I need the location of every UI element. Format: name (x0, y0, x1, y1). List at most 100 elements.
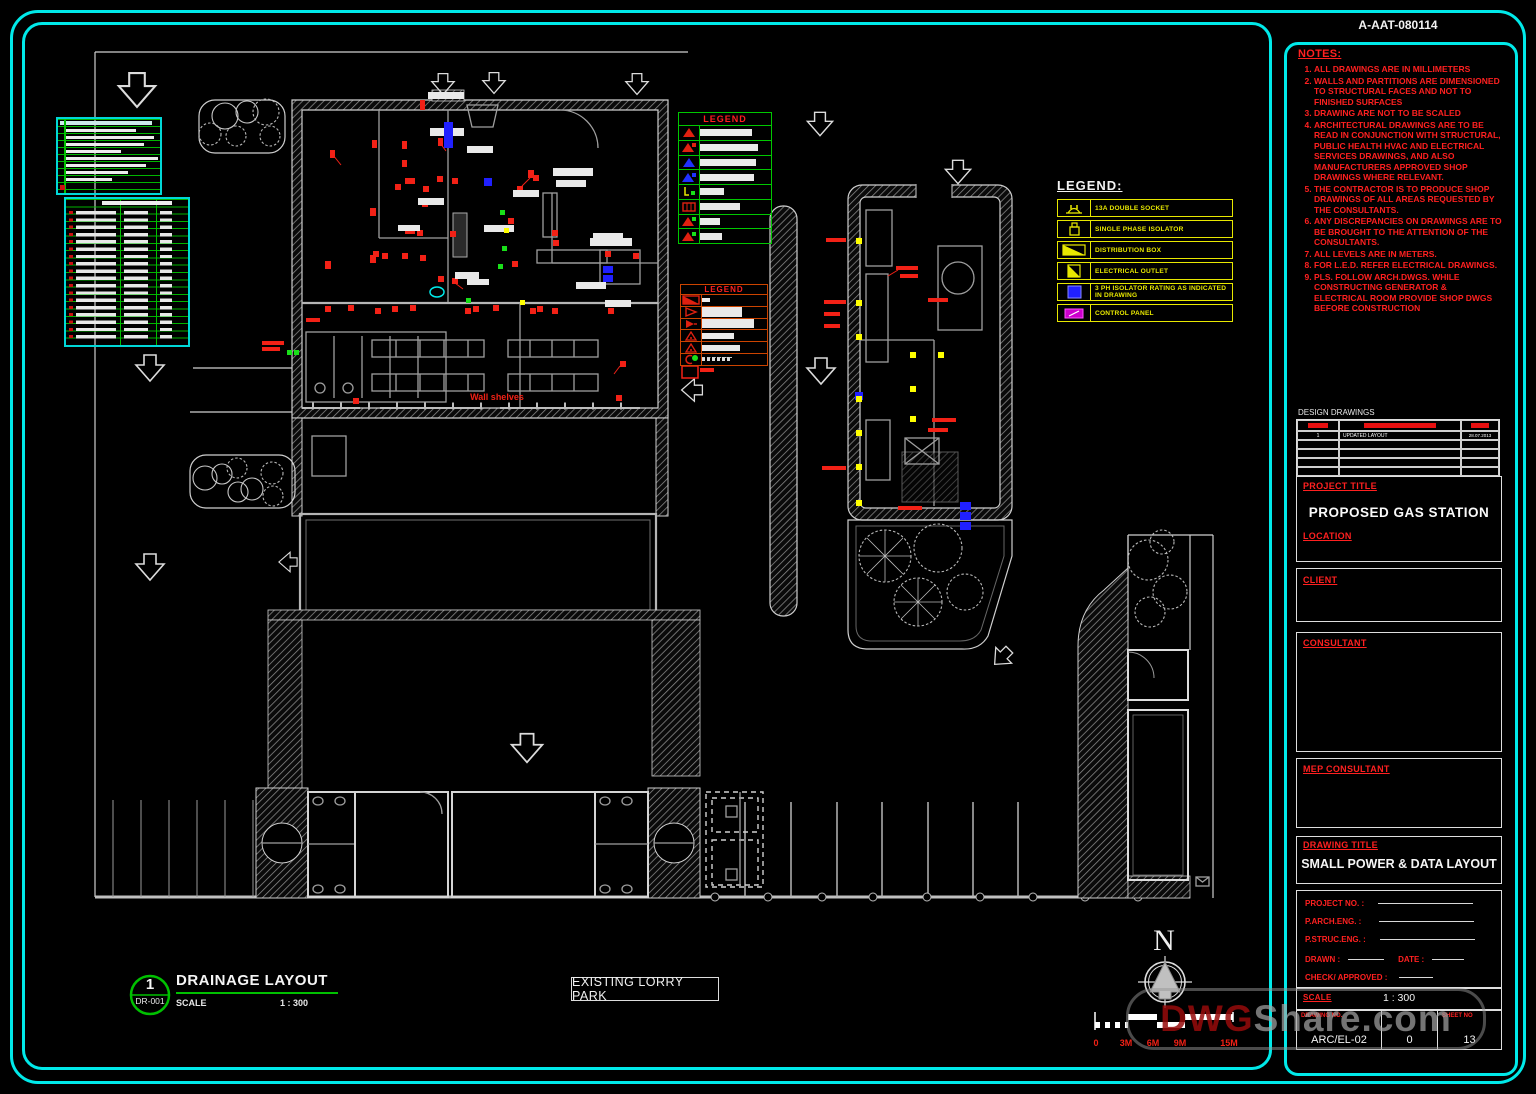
toilet-block (255, 787, 701, 899)
drawing-title-label: DRAWING TITLE (1303, 840, 1378, 850)
note-item: ALL LEVELS ARE IN METERS. (1314, 249, 1502, 260)
drawing-title-box: DRAWING TITLE SMALL POWER & DATA LAYOUT (1296, 836, 1502, 884)
service-rooms (1077, 529, 1210, 899)
store-building: Wall shelves (291, 89, 669, 517)
triangle-square-icon (679, 140, 700, 155)
note-item: WALLS AND PARTITIONS ARE DIMENSIONED TO … (1314, 76, 1502, 108)
view-title: DRAINAGE LAYOUT (176, 972, 338, 994)
annotation-marks (262, 92, 971, 530)
warning-triangle-icon (681, 330, 702, 342)
header-block (1364, 423, 1436, 428)
blue-triangle-icon (679, 155, 700, 170)
arch-eng-label: P.ARCH.ENG. : (1305, 917, 1362, 926)
document-number: A-AAT-080114 (1358, 18, 1438, 32)
forecourt-slab (298, 435, 658, 618)
schedule-table-small (56, 117, 162, 195)
project-title-box: PROJECT TITLE PROPOSED GAS STATION LOCAT… (1296, 476, 1502, 562)
kitchen-landscape (847, 519, 1013, 650)
legend-row: CONTROL PANEL (1057, 304, 1233, 322)
blank-line (1379, 920, 1475, 923)
sheet-no-label: SHEET NO (1442, 1013, 1473, 1019)
planter-top (198, 98, 286, 154)
hook-icon (679, 185, 700, 199)
schedule-table-large (64, 197, 190, 347)
view-title-block: 1 DR-001 DRAINAGE LAYOUT SCALE 1 : 300 (128, 970, 338, 1018)
box-diagonal-icon (681, 295, 702, 306)
drawing-no-label: DRAWING NO. (1301, 1013, 1343, 1019)
lower-lot-walls (267, 609, 701, 791)
notes-list: ALL DRAWINGS ARE IN MILLIMETERS WALLS AN… (1298, 64, 1502, 314)
mep-consultant-box: MEP CONSULTANT (1296, 758, 1502, 828)
view-reference: DR-001 (135, 996, 165, 1006)
design-drawings-label: DESIGN DRAWINGS (1298, 408, 1375, 417)
scale-value: 1 : 300 (1382, 992, 1416, 1004)
client-label: CLIENT (1303, 575, 1338, 585)
view-number: 1 (145, 976, 155, 993)
table-header-bar (102, 201, 172, 205)
control-panel-icon (1058, 305, 1091, 321)
sheet-outer-border (10, 10, 1526, 1084)
single-phase-isolator-icon (1058, 221, 1091, 237)
parking-stalls (112, 800, 1143, 902)
triangle-green-square-icon (679, 229, 700, 243)
warning-triangle-icon (681, 342, 702, 353)
red-marker (60, 185, 65, 190)
existing-lorry-park-label: EXISTING LORRY PARK (571, 975, 719, 1003)
project-title-label: PROJECT TITLE (1303, 481, 1377, 491)
scale-label: SCALE (1303, 993, 1332, 1002)
mini-legend-title: LEGEND (679, 113, 771, 126)
electrical-outlet-icon (1058, 263, 1091, 279)
consultant-box: CONSULTANT (1296, 632, 1502, 752)
triangle-green-square-icon (679, 214, 700, 229)
location-label: LOCATION (1303, 531, 1352, 541)
note-item: ANY DISCREPANCIES ON DRAWINGS ARE TO BE … (1314, 216, 1502, 248)
drawing-area-border (22, 22, 1272, 1070)
arrow-right-icon (681, 306, 702, 318)
legend-title: LEGEND: (1057, 178, 1123, 193)
three-phase-isolator-icon (1058, 284, 1091, 300)
legend-row: ELECTRICAL OUTLET (1057, 262, 1233, 280)
wall-shelves-label: Wall shelves (470, 392, 524, 402)
legend-row: SINGLE PHASE ISOLATOR (1057, 220, 1233, 238)
revision-table: 1 UPDATED LAYOUT 28.07.2013 (1296, 419, 1500, 477)
shelving-racks (371, 339, 599, 392)
drawing-title: SMALL POWER & DATA LAYOUT (1301, 857, 1497, 871)
median-island (769, 205, 798, 617)
drawing-no-value: ARC/EL-02 (1311, 1034, 1367, 1046)
note-item: FOR L.E.D. REFER ELECTRICAL DRAWINGS. (1314, 260, 1502, 271)
title-panel: NOTES: ALL DRAWINGS ARE IN MILLIMETERS W… (1284, 42, 1512, 1070)
drawn-label: DRAWN : (1305, 955, 1341, 964)
note-item: ARCHITECTURAL DRAWINGS ARE TO BE READ IN… (1314, 120, 1502, 183)
white-label-bars (398, 92, 632, 307)
scalebar-15m: 15M (1220, 1038, 1238, 1048)
blank-line (1348, 958, 1385, 961)
watermark-prefix: DWG (1160, 998, 1254, 1039)
box-icon (679, 199, 700, 214)
planter-mid (189, 454, 296, 509)
project-title: PROPOSED GAS STATION (1308, 505, 1490, 520)
mini-legend-title: LEGEND (681, 285, 767, 295)
c-green-dot-icon (681, 353, 702, 365)
kitchen-building (847, 184, 1013, 521)
rev-no: 1 (1297, 431, 1339, 440)
note-item: ALL DRAWINGS ARE IN MILLIMETERS (1314, 64, 1502, 75)
note-item: DRAWING ARE NOT TO BE SCALED (1314, 108, 1502, 119)
mini-legend-green: LEGEND (678, 112, 772, 244)
blank-line (1378, 902, 1474, 905)
signoff-box: PROJECT NO. : P.ARCH.ENG. : P.STRUC.ENG.… (1296, 890, 1502, 988)
check-approved-label: CHECK/ APPROVED : (1305, 973, 1388, 982)
scalebar-9m: 9M (1174, 1038, 1187, 1048)
struc-eng-label: P.STRUC.ENG. : (1305, 935, 1366, 944)
header-block (1308, 423, 1328, 428)
client-box: CLIENT (1296, 568, 1502, 622)
note-item: PLS. FOLLOW ARCH.DWGS. WHILE CONSTRUCTIN… (1314, 272, 1502, 314)
scalebar-0: 0 (1093, 1038, 1098, 1048)
consultant-label: CONSULTANT (1303, 638, 1367, 648)
header-block (1471, 423, 1489, 428)
green-marks (287, 210, 507, 355)
flow-arrows (116, 71, 1014, 764)
rev-date: 28.07.2013 (1461, 431, 1499, 440)
